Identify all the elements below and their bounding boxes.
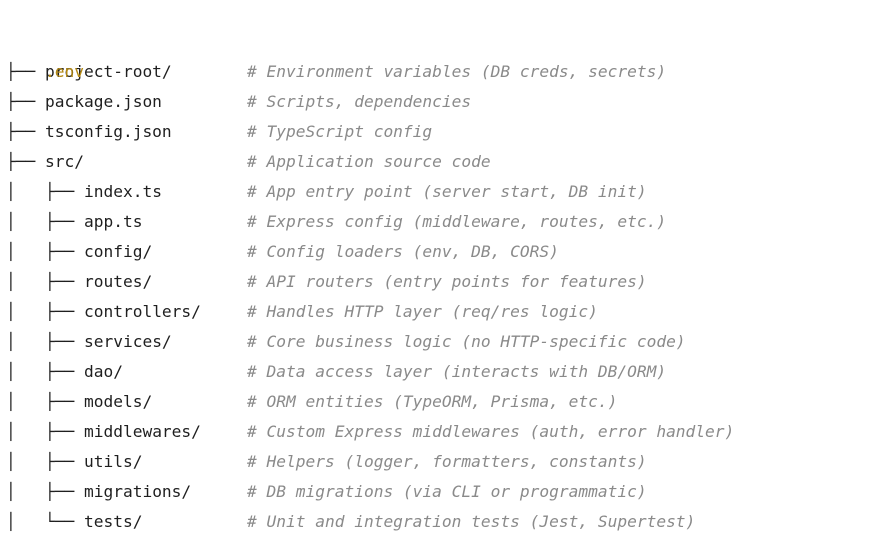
tree-branch: │ ├──: [6, 392, 84, 411]
tree-entry-name: tsconfig.json: [44, 122, 172, 141]
tree-entry-comment: # API routers (entry points for features…: [247, 272, 647, 291]
tree-entry-comment: # Application source code: [247, 152, 491, 171]
tree-entry-name: utils/: [83, 452, 143, 471]
tree-branch: │ ├──: [6, 272, 84, 291]
tree-entry-comment: # Custom Express middlewares (auth, erro…: [247, 422, 735, 441]
tree-entry-name: index.ts: [83, 182, 162, 201]
tree-entry: ├── src/ # Application source code: [6, 147, 882, 177]
tree-entry-comment: # Config loaders (env, DB, CORS): [247, 242, 559, 261]
tree-branch: │ ├──: [6, 242, 84, 261]
tree-entry: │ ├── services/ # Core business logic (no…: [6, 327, 882, 357]
tree-branch: │ └──: [6, 512, 84, 531]
tree-entry-name: dao/: [83, 362, 123, 381]
tree-entry: │ ├── dao/ # Data access layer (interacts…: [6, 357, 882, 387]
tree-entry-comment: # Data access layer (interacts with DB/O…: [247, 362, 667, 381]
tree-entry-comment: # Scripts, dependencies: [247, 92, 472, 111]
tree-entry: │ ├── app.ts # Express config (middleware…: [6, 207, 882, 237]
tree-entry-comment: # Handles HTTP layer (req/res logic): [247, 302, 598, 321]
tree-branch: │ ├──: [6, 302, 84, 321]
tree-entry: │ ├── index.ts # App entry point (server …: [6, 177, 882, 207]
tree-entry: │ ├── migrations/ # DB migrations (via CL…: [6, 477, 882, 507]
tree-entry: │ └── tests/ # Unit and integration tests…: [6, 507, 882, 537]
tree-entry-comment: # TypeScript config: [247, 122, 433, 141]
tree-entry: │ ├── controllers/ # Handles HTTP layer (…: [6, 297, 882, 327]
tree-entry-name: routes/: [83, 272, 153, 291]
tree-branch: │ ├──: [6, 332, 84, 351]
tree-entry-name: package.json: [44, 92, 162, 111]
tree-entry-name: tests/: [83, 512, 143, 531]
tree-entry-name: migrations/: [83, 482, 192, 501]
tree-branch: ├──: [6, 122, 45, 141]
tree-root: project-root/: [6, 27, 882, 81]
tree-entry-name: config/: [83, 242, 153, 261]
tree-entry-name: app.ts: [83, 212, 143, 231]
tree-entry-name: models/: [83, 392, 153, 411]
tree-branch: ├──: [6, 92, 45, 111]
tree-entry-comment: # App entry point (server start, DB init…: [247, 182, 647, 201]
tree-entry-comment: # Express config (middleware, routes, et…: [247, 212, 667, 231]
tree-entry: ├── .env # Environment variables (DB cred…: [6, 57, 882, 87]
tree-branch: │ ├──: [6, 182, 84, 201]
tree-entry: │ ├── config/ # Config loaders (env, DB, …: [6, 237, 882, 267]
tree-entry-name: services/: [83, 332, 172, 351]
tree-entry-comment: # ORM entities (TypeORM, Prisma, etc.): [247, 392, 618, 411]
tree-branch: │ ├──: [6, 362, 84, 381]
tree-branch: │ ├──: [6, 422, 84, 441]
tree-entry-comment: # Helpers (logger, formatters, constants…: [247, 452, 647, 471]
tree-entry-name: src/: [44, 152, 84, 171]
tree-branch: │ ├──: [6, 212, 84, 231]
tree-entry: │ ├── utils/ # Helpers (logger, formatter…: [6, 447, 882, 477]
tree-entry: │ ├── middlewares/ # Custom Express middl…: [6, 417, 882, 447]
tree-branch: ├──: [6, 152, 45, 171]
tree-branch: │ ├──: [6, 482, 84, 501]
tree-root-name: project-root/: [44, 62, 172, 81]
tree-entry-name: middlewares/: [83, 422, 201, 441]
tree-entry-comment: # DB migrations (via CLI or programmatic…: [247, 482, 647, 501]
tree-branch: │ ├──: [6, 452, 84, 471]
tree-entry-comment: # Environment variables (DB creds, secre…: [247, 62, 667, 81]
tree-entry-comment: # Core business logic (no HTTP-specific …: [247, 332, 686, 351]
tree-entry: ├── package.json # Scripts, dependencies: [6, 87, 882, 117]
tree-branch: ├──: [6, 62, 45, 81]
tree-entries: ├── .env # Environment variables (DB cred…: [6, 57, 882, 537]
tree-entry-comment: # Unit and integration tests (Jest, Supe…: [247, 512, 696, 531]
tree-entry-name: controllers/: [83, 302, 201, 321]
tree-entry-name: .env: [44, 62, 84, 81]
tree-entry: │ ├── routes/ # API routers (entry points…: [6, 267, 882, 297]
tree-entry: ├── tsconfig.json # TypeScript config: [6, 117, 882, 147]
tree-entry: │ ├── models/ # ORM entities (TypeORM, Pr…: [6, 387, 882, 417]
